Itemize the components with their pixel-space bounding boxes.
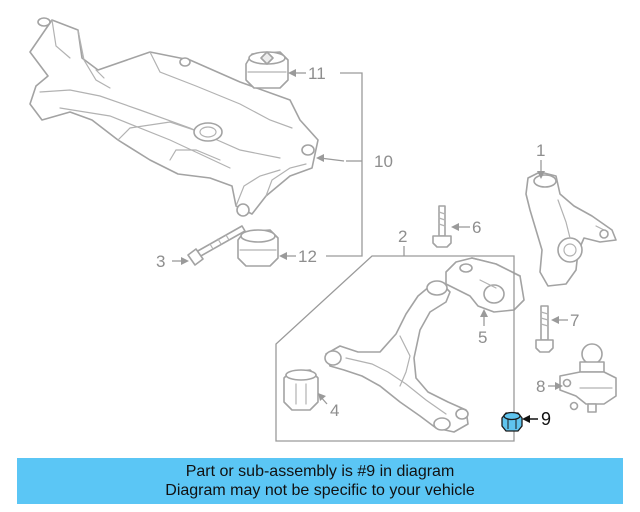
info-banner: Part or sub-assembly is #9 in diagram Di… xyxy=(17,458,623,504)
control-arm-drawing xyxy=(324,280,469,433)
mount-11-drawing xyxy=(245,51,289,89)
bushing-4-drawing xyxy=(283,369,319,411)
leader-lines xyxy=(172,69,568,405)
subframe-drawing xyxy=(29,17,319,217)
banner-line-part: Part or sub-assembly is #9 in diagram xyxy=(185,463,455,480)
callout-8: 8 xyxy=(536,377,545,396)
bolt-6-drawing xyxy=(432,205,452,248)
nut-9-highlighted xyxy=(501,411,538,432)
exploded-parts-diagram: 1 2 3 4 5 6 7 8 9 10 11 12 xyxy=(29,17,617,442)
callout-3: 3 xyxy=(156,252,165,271)
callout-2: 2 xyxy=(398,227,407,246)
callout-10: 10 xyxy=(374,152,393,171)
callout-7: 7 xyxy=(570,311,579,330)
callout-brackets xyxy=(275,72,515,442)
bolt-7-drawing xyxy=(535,305,554,353)
callout-6: 6 xyxy=(472,218,481,237)
bolt-3-drawing xyxy=(187,225,246,266)
callout-12: 12 xyxy=(298,247,317,266)
callout-4: 4 xyxy=(330,401,339,420)
callout-9: 9 xyxy=(541,409,551,429)
mount-12-drawing xyxy=(237,229,279,267)
callout-5: 5 xyxy=(478,328,487,347)
callout-1: 1 xyxy=(536,141,545,160)
knuckle-drawing xyxy=(525,171,617,287)
ball-joint-8-drawing xyxy=(559,343,617,413)
banner-line-disclaimer: Diagram may not be specific to your vehi… xyxy=(165,482,475,499)
callout-11: 11 xyxy=(308,64,326,83)
bushing-5-drawing xyxy=(445,257,525,313)
